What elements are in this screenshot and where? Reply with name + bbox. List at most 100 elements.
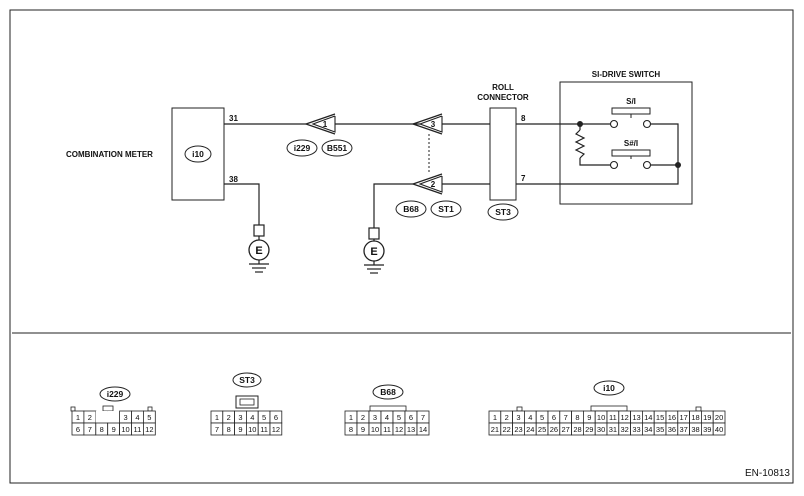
connector-pin-number: 27 <box>562 425 570 434</box>
connector-key <box>102 405 114 412</box>
connector-pin-number: 11 <box>134 425 142 434</box>
connector-pin-number: 12 <box>272 425 280 434</box>
connector-pin-number: 2 <box>361 413 365 422</box>
connector-pin-number: 6 <box>76 425 80 434</box>
connector-pin-number: 3 <box>516 413 520 422</box>
connector-pin-number: 19 <box>703 413 711 422</box>
connector-code-label: B68 <box>380 387 396 397</box>
connector-1-code-a: i229 <box>294 143 311 153</box>
connector-pin-number: 10 <box>248 425 256 434</box>
connector-pin-number: 8 <box>227 425 231 434</box>
si-drive-switch-box <box>559 81 693 205</box>
connector-code-badge <box>593 380 625 396</box>
connector-pin-number: 14 <box>419 425 427 434</box>
connector-code-label: i10 <box>603 383 615 393</box>
connector-pin-number: 1 <box>76 413 80 422</box>
connector-pin-number: 10 <box>597 413 605 422</box>
connector-pin-number: 3 <box>238 413 242 422</box>
connector-pin-number: 24 <box>526 425 534 434</box>
connector-pin-number: 7 <box>421 413 425 422</box>
connector-pin-number: 9 <box>238 425 242 434</box>
ground-1-label: E <box>255 245 262 257</box>
roll-connector-pin-8: 8 <box>521 114 526 123</box>
connector-pin-number: 8 <box>349 425 353 434</box>
connector-code-badge <box>372 384 404 400</box>
connector-1-code-a-badge <box>286 139 318 157</box>
connector-key <box>369 405 407 412</box>
connector-pin-number: 13 <box>632 413 640 422</box>
connector-pin-number: 1 <box>349 413 353 422</box>
connector-key <box>590 405 628 412</box>
meter-pin-31: 31 <box>229 114 238 123</box>
roll-connector-label-1: ROLL <box>492 83 514 92</box>
connector-pin-number: 4 <box>250 413 254 422</box>
connector-pin-number: 1 <box>493 413 497 422</box>
connector-pin-number: 23 <box>514 425 522 434</box>
connector-pin-number: 10 <box>371 425 379 434</box>
connector-pin-number: 21 <box>491 425 499 434</box>
connector-pin-number: 33 <box>632 425 640 434</box>
si-switch-contact-right <box>642 119 652 129</box>
connector-cell <box>269 422 283 436</box>
connector-cell <box>107 411 120 423</box>
connector-pin-number: 7 <box>564 413 568 422</box>
connector-pin-number: 2 <box>505 413 509 422</box>
connector-2-code-b-badge <box>430 200 462 218</box>
meter-code-badge <box>184 145 212 163</box>
connector-code-badge <box>232 372 262 388</box>
connector-pin-number: 16 <box>668 413 676 422</box>
sshi-switch-button <box>611 149 651 157</box>
wire-roll-7-switch <box>516 165 679 185</box>
connector-pin-number: 39 <box>703 425 711 434</box>
connector-pin-number: 7 <box>215 425 219 434</box>
connector-pin-number: 12 <box>395 425 403 434</box>
ground-2-terminal <box>368 227 380 240</box>
sshi-switch-label: S#/I <box>624 139 638 148</box>
connector-pin-number: 9 <box>361 425 365 434</box>
connector-1-chevron <box>304 113 420 135</box>
connector-pin-number: 12 <box>145 425 153 434</box>
connector-pin-number: 11 <box>260 425 268 434</box>
connector-pin-number: 9 <box>587 413 591 422</box>
connector-pin-number: 11 <box>383 425 391 434</box>
connector-2-pin-2: 2 <box>431 180 436 189</box>
connector-pin-number: 32 <box>621 425 629 434</box>
connector-pin-number: 40 <box>715 425 723 434</box>
outer-frame <box>9 9 794 484</box>
connector-pin-number: 18 <box>691 413 699 422</box>
sshi-switch-contact-left <box>609 160 619 170</box>
roll-connector-code-badge <box>487 203 519 221</box>
connector-pin-number: 3 <box>373 413 377 422</box>
connector-pin-number: 38 <box>691 425 699 434</box>
roll-connector-pin-7: 7 <box>521 174 526 183</box>
connector-pin-number: 6 <box>274 413 278 422</box>
connector-pin-number: 11 <box>609 413 617 422</box>
connector-pin-number: 4 <box>385 413 389 422</box>
connector-cell <box>95 411 108 423</box>
connector-pin-number: 34 <box>644 425 652 434</box>
connector-pin-number: 28 <box>573 425 581 434</box>
connector-pin-number: 36 <box>668 425 676 434</box>
roll-connector-box <box>489 107 517 201</box>
connector-cell <box>712 422 726 436</box>
connector-pin-number: 25 <box>538 425 546 434</box>
connector-pin-number: 5 <box>540 413 544 422</box>
si-switch-label: S/I <box>626 97 636 106</box>
meter-pin-38: 38 <box>229 175 238 184</box>
connector-1-code-b: B551 <box>327 143 348 153</box>
connector-pin-number: 35 <box>656 425 664 434</box>
si-drive-switch-label: SI-DRIVE SWITCH <box>592 70 661 79</box>
connector-2-code-a: B68 <box>403 204 419 214</box>
connector-code-badge <box>99 386 131 402</box>
meter-code: i10 <box>192 149 204 159</box>
si-switch-button <box>611 107 651 115</box>
connector-pin-number: 1 <box>215 413 219 422</box>
connector-pin-number: 37 <box>680 425 688 434</box>
connector-pin-number: 30 <box>597 425 605 434</box>
